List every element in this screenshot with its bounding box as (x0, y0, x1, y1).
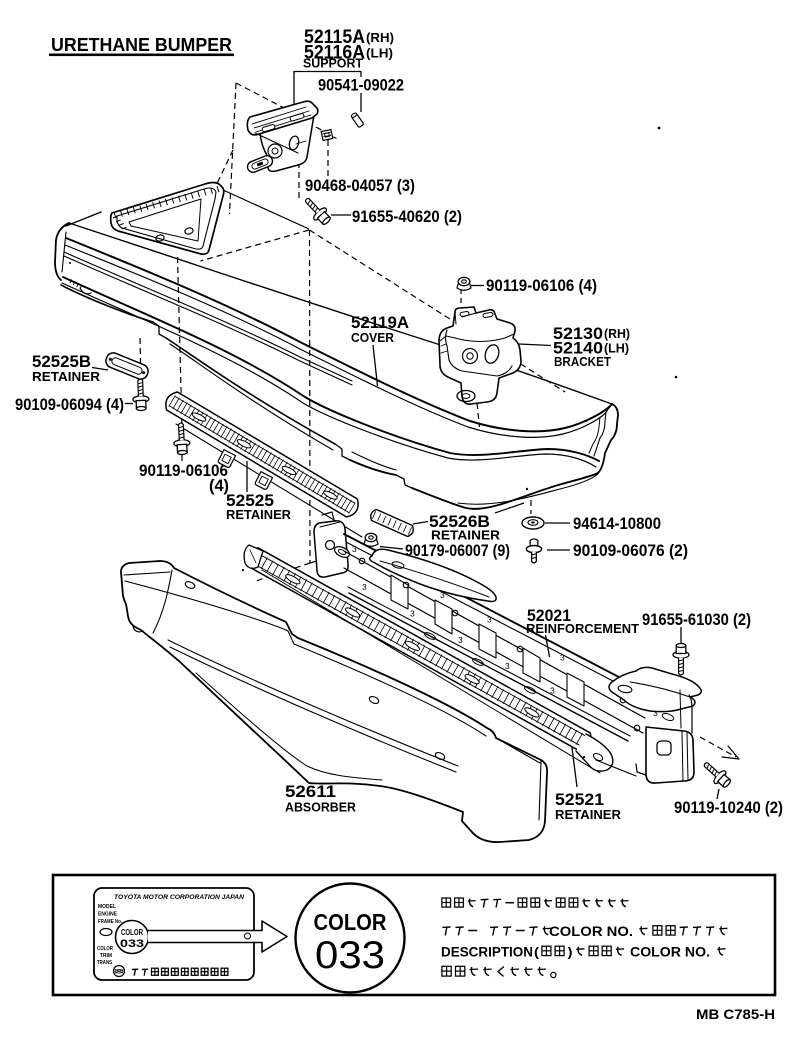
svg-text:TOYOTA MOTOR CORPORATION JAPAN: TOYOTA MOTOR CORPORATION JAPAN (114, 894, 245, 901)
svg-text:TRANS: TRANS (97, 960, 112, 966)
svg-text:RETAINER: RETAINER (32, 370, 100, 384)
svg-text:3: 3 (487, 614, 492, 624)
svg-text:94614-10800: 94614-10800 (573, 515, 661, 533)
svg-text:3: 3 (410, 608, 415, 618)
svg-text:RETAINER: RETAINER (431, 529, 500, 543)
svg-text:MODEL: MODEL (98, 904, 117, 910)
svg-text:TRIM: TRIM (100, 953, 112, 959)
svg-text:3: 3 (560, 652, 565, 662)
svg-text:DESCRIPTION: DESCRIPTION (441, 945, 533, 960)
svg-text:COLOR NO.: COLOR NO. (549, 924, 633, 939)
svg-text:52526B: 52526B (429, 513, 490, 531)
svg-text:URETHANE BUMPER: URETHANE BUMPER (51, 34, 232, 55)
svg-text:90109-06094 (4): 90109-06094 (4) (15, 396, 124, 414)
svg-text:52119A: 52119A (351, 314, 409, 332)
svg-text:RETAINER: RETAINER (555, 808, 621, 822)
svg-text:RETAINER: RETAINER (226, 508, 291, 522)
svg-text:52140: 52140 (553, 340, 603, 358)
svg-text:3: 3 (458, 635, 463, 645)
svg-text:COLOR: COLOR (314, 909, 387, 935)
svg-text:033: 033 (120, 938, 144, 950)
svg-text:3: 3 (550, 686, 555, 696)
svg-text:52130: 52130 (553, 325, 603, 343)
svg-text:52525: 52525 (226, 492, 274, 510)
svg-text:COLOR NO.: COLOR NO. (630, 945, 710, 960)
svg-text:3: 3 (352, 544, 357, 554)
svg-text:90468-04057 (3): 90468-04057 (3) (305, 177, 415, 195)
svg-text:90109-06076 (2): 90109-06076 (2) (573, 542, 688, 560)
svg-text:90119-10240 (2): 90119-10240 (2) (674, 799, 783, 817)
svg-text:(LH): (LH) (604, 342, 629, 356)
svg-text:BRACKET: BRACKET (554, 355, 611, 369)
svg-text:033: 033 (315, 934, 385, 977)
svg-text:52116A: 52116A (304, 43, 365, 64)
svg-text:COLOR: COLOR (97, 946, 113, 952)
svg-text:ABSORBER: ABSORBER (285, 801, 356, 815)
svg-text:(LH): (LH) (366, 46, 393, 61)
svg-text:3: 3 (653, 708, 658, 718)
svg-text:52525B: 52525B (32, 353, 91, 371)
svg-text:90179-06007 (9): 90179-06007 (9) (405, 542, 510, 560)
svg-text:COLOR: COLOR (121, 928, 143, 937)
svg-text:90119-06106 (4): 90119-06106 (4) (486, 277, 597, 295)
svg-text:52021: 52021 (527, 607, 571, 625)
svg-text:FRAME No.: FRAME No. (98, 919, 122, 925)
svg-text:(RH): (RH) (366, 30, 394, 45)
svg-text:91655-61030 (2): 91655-61030 (2) (642, 611, 751, 629)
svg-text:90541-09022: 90541-09022 (318, 77, 404, 95)
svg-text:MB C785-H: MB C785-H (696, 1006, 775, 1022)
svg-text:(RH): (RH) (604, 327, 630, 341)
svg-text:): ) (568, 945, 573, 960)
svg-text:COVER: COVER (351, 331, 394, 345)
svg-text:ENGINE: ENGINE (98, 912, 117, 918)
svg-text:91655-40620 (2): 91655-40620 (2) (352, 208, 462, 226)
svg-text:SUPPORT: SUPPORT (303, 57, 363, 71)
svg-text:52115A: 52115A (304, 27, 365, 48)
svg-text:3: 3 (362, 582, 367, 592)
svg-text:3: 3 (505, 661, 510, 671)
svg-text:(: ( (534, 945, 540, 960)
svg-text:52521: 52521 (555, 791, 604, 809)
svg-text:3: 3 (440, 590, 445, 600)
svg-text:90119-06106: 90119-06106 (139, 462, 228, 480)
svg-text:52611: 52611 (285, 783, 336, 801)
svg-text:(4): (4) (209, 477, 229, 495)
svg-text:REINFORCEMENT: REINFORCEMENT (526, 622, 639, 636)
